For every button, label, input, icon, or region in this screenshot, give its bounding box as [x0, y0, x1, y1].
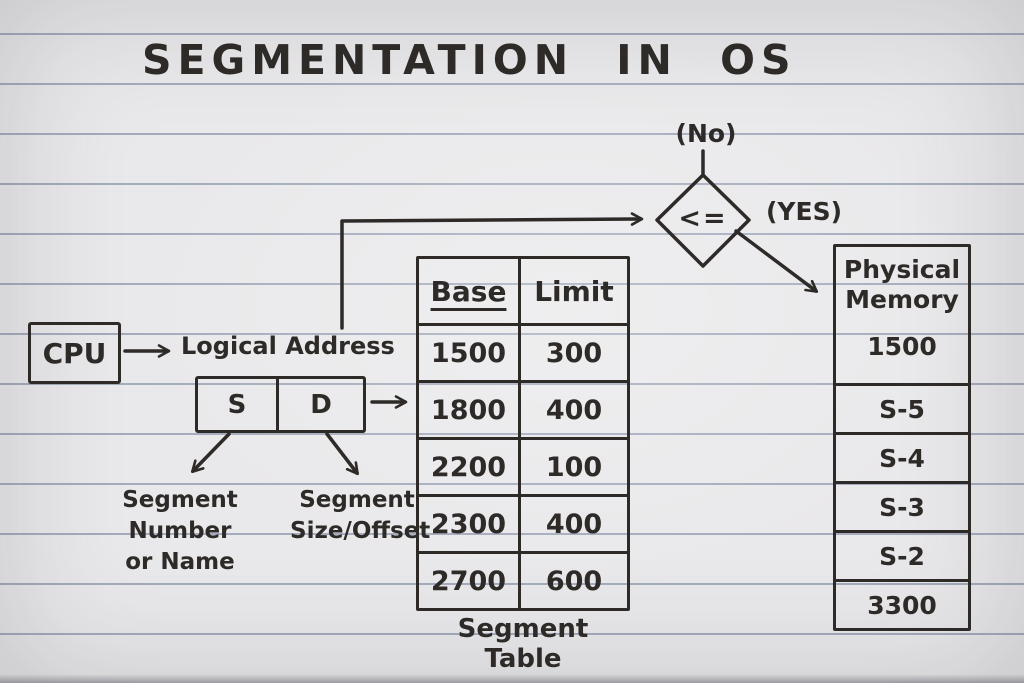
cpu-label: CPU [42, 336, 107, 370]
limit-value: 100 [518, 437, 627, 494]
table-row: 2700 600 [419, 551, 627, 608]
segment-number-annotation: Segment Number or Name [68, 485, 292, 578]
base-header-label: Base [430, 274, 507, 308]
physical-memory-base-value: 1500 [867, 332, 937, 361]
base-value: 1800 [419, 380, 518, 437]
segment-table-caption: Segment Table [457, 614, 589, 674]
table-row: 2300 400 [419, 494, 627, 551]
physical-memory-cell: S-5 [836, 383, 968, 432]
base-value: 1500 [419, 323, 518, 380]
decision-no-label: (No) [675, 119, 737, 148]
physical-memory-title: Physical Memory [836, 255, 968, 315]
cpu-box: CPU [28, 322, 121, 384]
base-value: 2300 [419, 494, 518, 551]
segment-table: Base Limit 1500 300 1800 400 2200 100 23… [416, 256, 630, 611]
physical-memory-cell: S-3 [836, 481, 968, 530]
physical-memory-cell: S-2 [836, 530, 968, 579]
decision-yes-label: (YES) [766, 197, 843, 226]
physical-memory-title-line2: Memory [845, 285, 959, 314]
decision-operator: <= [678, 203, 728, 234]
segment-size-annotation-line1: Segment [299, 487, 415, 513]
segment-number-annotation-line1: Segment Number [122, 487, 238, 544]
limit-value: 300 [518, 323, 627, 380]
segment-table-header-base: Base [419, 259, 518, 323]
base-value: 2700 [419, 551, 518, 608]
segment-offset-cell: D [276, 376, 366, 433]
page-title: SEGMENTATION IN OS [142, 36, 797, 84]
physical-memory-title-line1: Physical [843, 255, 961, 284]
base-value: 2200 [419, 437, 518, 494]
segment-number-annotation-line2: or Name [125, 549, 235, 575]
segment-table-header-row: Base Limit [419, 259, 627, 323]
limit-value: 600 [518, 551, 627, 608]
arrow-s-to-segment-number [191, 432, 231, 474]
limit-value: 400 [518, 494, 627, 551]
physical-memory-header: Physical Memory 1500 [836, 247, 968, 383]
physical-memory-cell: 3300 [836, 579, 968, 628]
physical-memory-table: Physical Memory 1500 S-5 S-4 S-3 S-2 330… [833, 244, 971, 631]
segment-number-cell: S [195, 376, 279, 433]
photo-bottom-edge [0, 674, 1024, 683]
limit-value: 400 [518, 380, 627, 437]
segment-size-annotation: Segment Size/Offset [290, 485, 431, 547]
sd-register: S D [195, 376, 366, 433]
segment-size-annotation-line2: Size/Offset [290, 518, 431, 544]
logical-address-label: Logical Address [181, 332, 395, 360]
arrow-yes-to-physical-memory [734, 229, 819, 293]
table-row: 1800 400 [419, 380, 627, 437]
segment-table-header-limit: Limit [518, 259, 627, 323]
physical-memory-cell: S-4 [836, 432, 968, 481]
table-row: 2200 100 [419, 437, 627, 494]
arrow-d-to-segment-size [325, 432, 359, 476]
table-row: 1500 300 [419, 323, 627, 380]
